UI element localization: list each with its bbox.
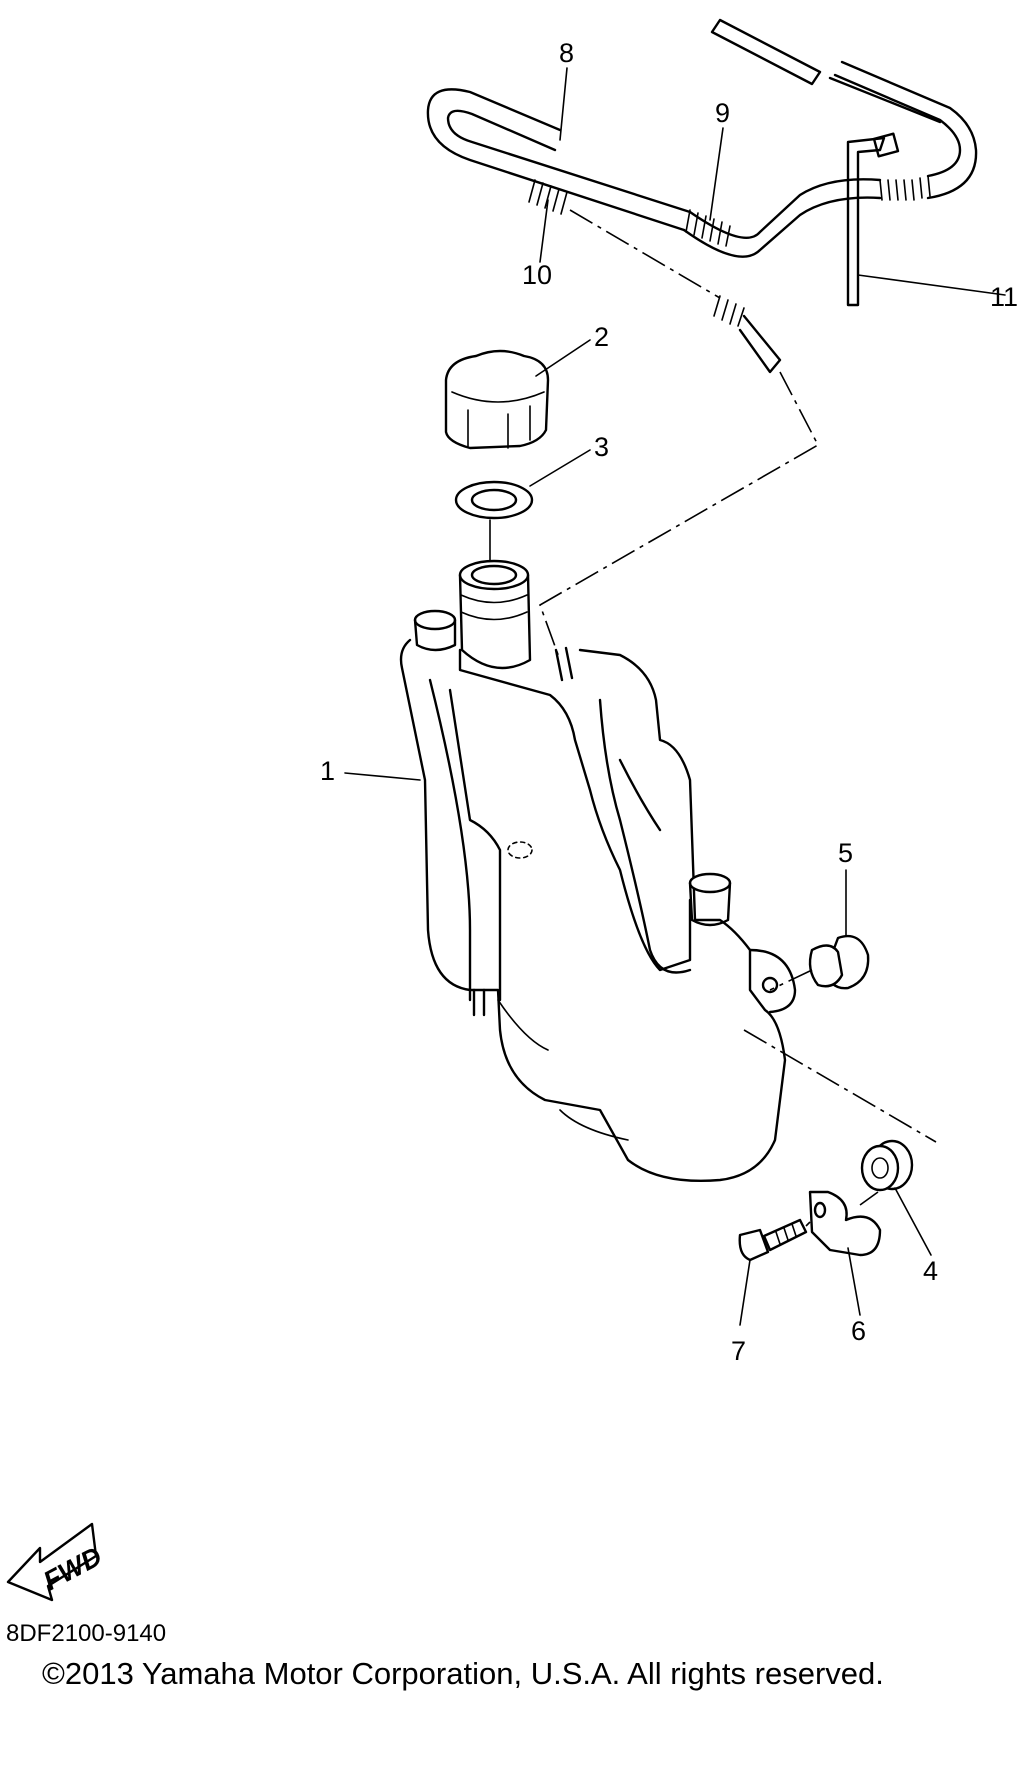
callout-11: 11 <box>990 282 1018 312</box>
hose-bracket <box>846 132 900 307</box>
callout-4: 4 <box>923 1256 938 1286</box>
callout-1: 1 <box>320 756 335 786</box>
hose-clamp <box>808 1190 882 1257</box>
callout-8: 8 <box>559 38 574 68</box>
callout-9: 9 <box>715 98 730 128</box>
callout-10: 10 <box>522 260 552 290</box>
oil-tank <box>399 559 797 1182</box>
tank-cap <box>444 349 550 450</box>
breather-hose-assembly <box>426 18 978 661</box>
callout-3: 3 <box>594 432 609 462</box>
bolt <box>738 1218 811 1262</box>
callout-2: 2 <box>594 322 609 352</box>
fwd-arrow-icon: FWD <box>6 1522 107 1602</box>
grommet-upper <box>769 934 870 991</box>
grommet-lower <box>743 1029 937 1192</box>
cap-gasket <box>454 480 534 569</box>
callout-5: 5 <box>838 838 853 868</box>
copyright-notice: ©2013 Yamaha Motor Corporation, U.S.A. A… <box>42 1656 884 1691</box>
diagram-code: 8DF2100-9140 <box>6 1620 167 1647</box>
callout-labels: 1 2 3 4 5 6 7 8 9 10 11 <box>320 38 1018 1366</box>
leader-lines <box>344 67 1006 1326</box>
callout-6: 6 <box>851 1316 866 1346</box>
callout-7: 7 <box>731 1336 746 1366</box>
